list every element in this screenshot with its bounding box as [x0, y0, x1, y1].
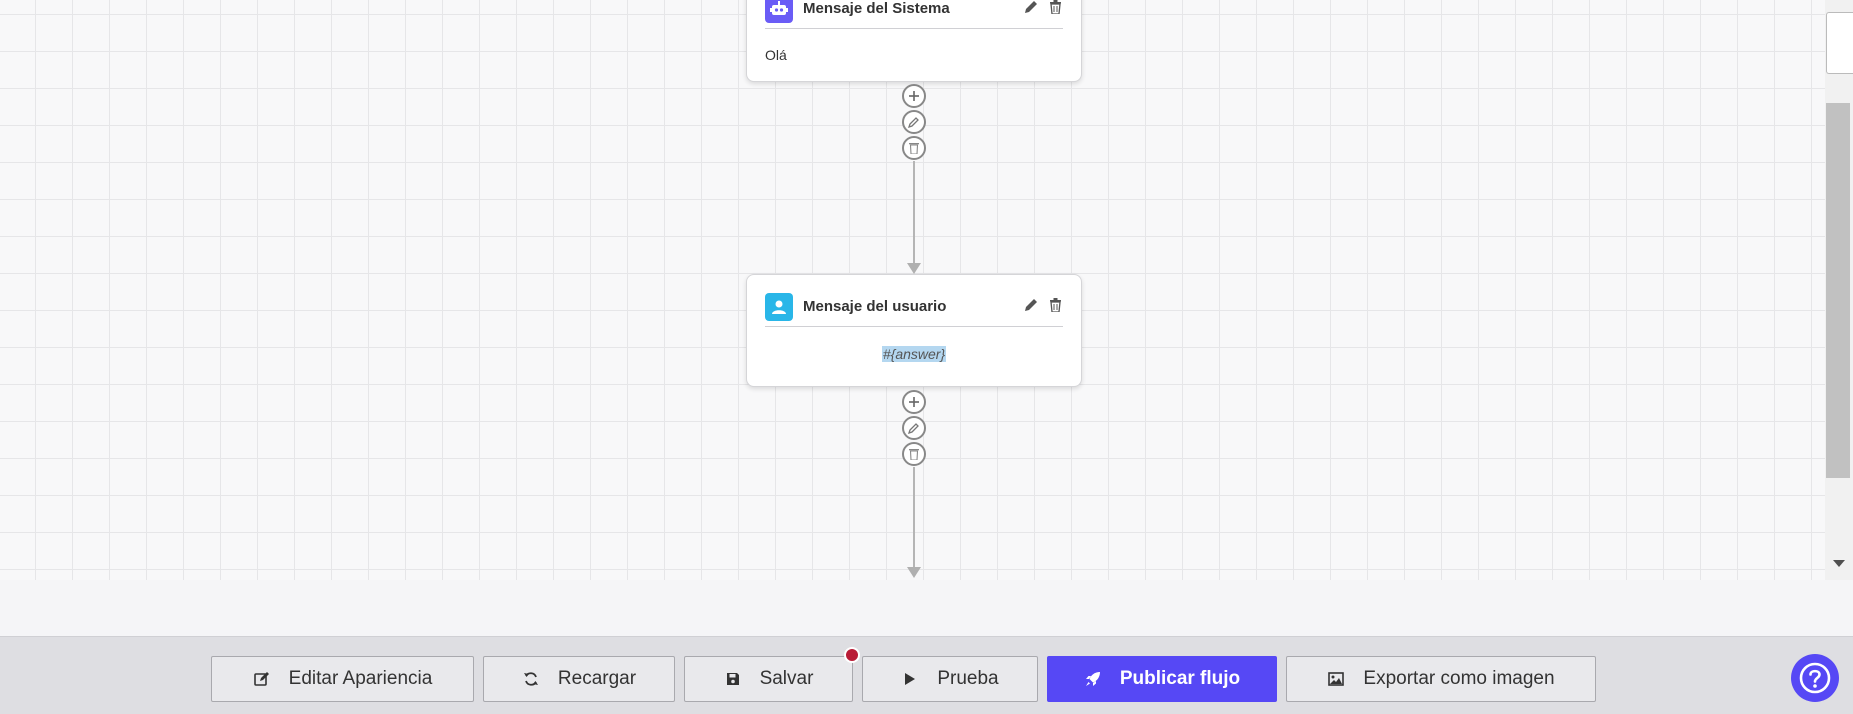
edit-square-icon: [253, 670, 271, 688]
node-header: Mensaje del Sistema: [765, 0, 1063, 29]
answer-variable: #{answer}: [881, 346, 947, 362]
flow-canvas[interactable]: Mensaje del Sistema Olá: [0, 0, 1825, 580]
user-icon: [765, 293, 793, 321]
node-title: Mensaje del usuario: [803, 298, 947, 315]
floppy-disk-icon: [724, 670, 742, 688]
scrollbar-thumb[interactable]: [1826, 103, 1850, 478]
reload-label: Recargar: [557, 668, 637, 689]
delete-connection-button[interactable]: [902, 136, 926, 160]
export-image-label: Exportar como imagen: [1363, 668, 1555, 689]
connector-line: [913, 467, 915, 568]
save-label: Salvar: [759, 668, 814, 689]
refresh-icon: [522, 670, 540, 688]
trash-icon[interactable]: [1047, 297, 1063, 313]
edit-connection-button[interactable]: [902, 416, 926, 440]
node-title: Mensaje del Sistema: [803, 0, 950, 17]
connector-line: [913, 161, 915, 263]
unsaved-changes-badge: [844, 647, 860, 663]
canvas-footer-space: [0, 580, 1853, 636]
edit-connection-button[interactable]: [902, 110, 926, 134]
connector-arrowhead: [907, 263, 921, 274]
delete-connection-button[interactable]: [902, 442, 926, 466]
question-circle-icon: [1799, 662, 1831, 694]
save-button[interactable]: Salvar: [684, 656, 853, 702]
node-message: Olá: [765, 47, 787, 63]
connector-arrowhead: [907, 567, 921, 578]
trash-icon[interactable]: [1047, 0, 1063, 15]
user-message-node[interactable]: Mensaje del usuario #{answer}: [746, 274, 1082, 387]
publish-flow-button[interactable]: Publicar flujo: [1047, 656, 1277, 702]
publish-flow-label: Publicar flujo: [1119, 668, 1241, 689]
bottom-toolbar: Editar Apariencia Recargar Salvar Prueba…: [0, 636, 1853, 714]
add-step-button[interactable]: [902, 84, 926, 108]
test-button[interactable]: Prueba: [862, 656, 1038, 702]
system-message-node[interactable]: Mensaje del Sistema Olá: [746, 0, 1082, 82]
vertical-scrollbar[interactable]: [1825, 0, 1853, 580]
reload-button[interactable]: Recargar: [483, 656, 675, 702]
pencil-icon[interactable]: [1023, 0, 1039, 15]
pencil-icon[interactable]: [1023, 297, 1039, 313]
image-icon: [1327, 670, 1345, 688]
robot-icon: [765, 0, 793, 23]
node-message: #{answer}: [765, 346, 1063, 362]
play-icon: [901, 670, 919, 688]
rocket-icon: [1084, 670, 1102, 688]
test-label: Prueba: [937, 668, 999, 689]
edit-appearance-label: Editar Apariencia: [288, 668, 433, 689]
edit-appearance-button[interactable]: Editar Apariencia: [211, 656, 474, 702]
node-header: Mensaje del usuario: [765, 293, 1063, 327]
scroll-down-arrow-icon[interactable]: [1833, 560, 1845, 567]
add-step-button[interactable]: [902, 390, 926, 414]
export-image-button[interactable]: Exportar como imagen: [1286, 656, 1596, 702]
scroll-panel-handle[interactable]: [1826, 12, 1853, 74]
help-button[interactable]: [1791, 654, 1839, 702]
